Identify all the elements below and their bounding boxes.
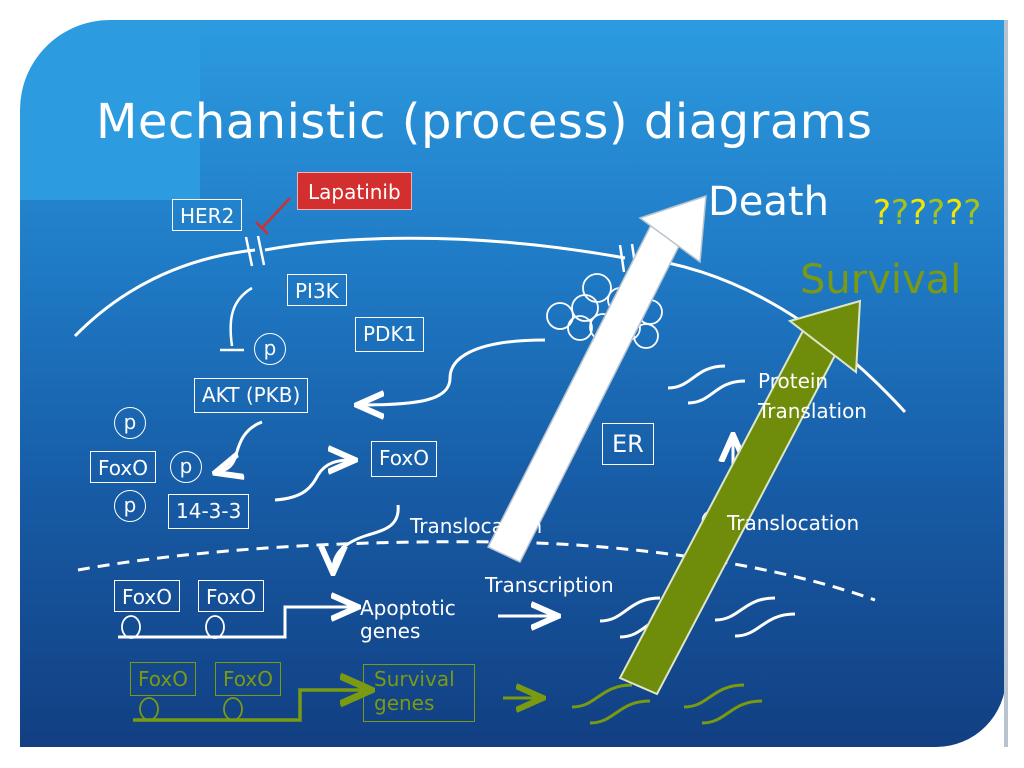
dna-bead-green xyxy=(223,697,243,721)
foxo-free-box: FoxO xyxy=(371,441,437,477)
translation-label: Translation xyxy=(758,399,867,423)
dna-bead xyxy=(205,615,225,639)
her2-signal-line xyxy=(229,286,253,347)
question-mark: ? xyxy=(891,193,910,233)
foxo-gene-box: FoxO xyxy=(114,580,180,612)
er-box: ER xyxy=(602,423,654,465)
foxo-survival-gene-box: FoxO xyxy=(130,662,196,696)
survival-mrna-strands xyxy=(571,683,763,725)
complex-to-foxo-arrow xyxy=(274,460,352,502)
death-label: Death xyxy=(708,179,829,225)
survival-genes-line1: Survival xyxy=(374,667,455,691)
phospho-circle: p xyxy=(170,451,202,483)
receptor-mark xyxy=(244,236,254,267)
translocation-right-label: Translocation xyxy=(727,511,860,535)
survival-genes-line2: genes xyxy=(374,691,435,715)
pdk1-box: PDK1 xyxy=(355,317,425,352)
phospho-circle: p xyxy=(254,333,286,365)
question-mark: ? xyxy=(945,193,964,233)
pi3k-box: PI3K xyxy=(287,274,347,306)
foxo-translocation-arrow xyxy=(333,504,400,570)
translocation-left-label: Translocation xyxy=(410,514,543,538)
receptor-mark xyxy=(256,235,266,266)
akt-to-foxo-arrow xyxy=(218,420,263,472)
foxo-complex-box: FoxO xyxy=(90,451,156,483)
her2-box: HER2 xyxy=(172,199,243,231)
fourteen-three-three-box: 14-3-3 xyxy=(168,494,250,529)
apoptotic-genes-line2: genes xyxy=(360,619,421,643)
page-title: Mechanistic (process) diagrams xyxy=(96,94,873,150)
question-mark: ? xyxy=(927,193,946,233)
question-mark: ? xyxy=(873,193,892,233)
akt-box: AKT (PKB) xyxy=(194,378,309,413)
slide-edge-strip xyxy=(1004,20,1008,747)
question-marks: ?????? xyxy=(873,193,981,233)
dna-bead-green xyxy=(139,697,159,721)
receptor-mark xyxy=(618,244,626,273)
lapatinib-inhibit-line xyxy=(261,197,291,229)
lapatinib-box: Lapatinib xyxy=(297,172,412,210)
vesicle-to-akt-arrow xyxy=(360,338,546,405)
question-mark: ? xyxy=(909,193,928,233)
survival-genes-box xyxy=(363,664,475,722)
lapatinib-inhibit-bar xyxy=(255,221,269,235)
survival-arrow xyxy=(618,299,862,696)
slide-corner-rounding xyxy=(20,20,200,200)
transcription-label: Transcription xyxy=(485,573,614,597)
foxo-gene-box: FoxO xyxy=(198,580,264,612)
death-arrow xyxy=(486,194,707,563)
apoptotic-genes-line1: Apoptotic xyxy=(360,596,456,620)
foxo-survival-gene-box: FoxO xyxy=(215,662,281,696)
survival-gene-line xyxy=(133,690,368,722)
survival-label: Survival xyxy=(800,257,962,303)
apoptotic-gene-line xyxy=(118,607,355,639)
question-mark: ? xyxy=(963,193,982,233)
dna-bead xyxy=(121,615,141,639)
phospho-circle: p xyxy=(114,490,146,522)
protein-label: Protein xyxy=(758,369,829,393)
cell-membrane xyxy=(73,236,907,414)
phospho-circle: p xyxy=(114,407,146,439)
